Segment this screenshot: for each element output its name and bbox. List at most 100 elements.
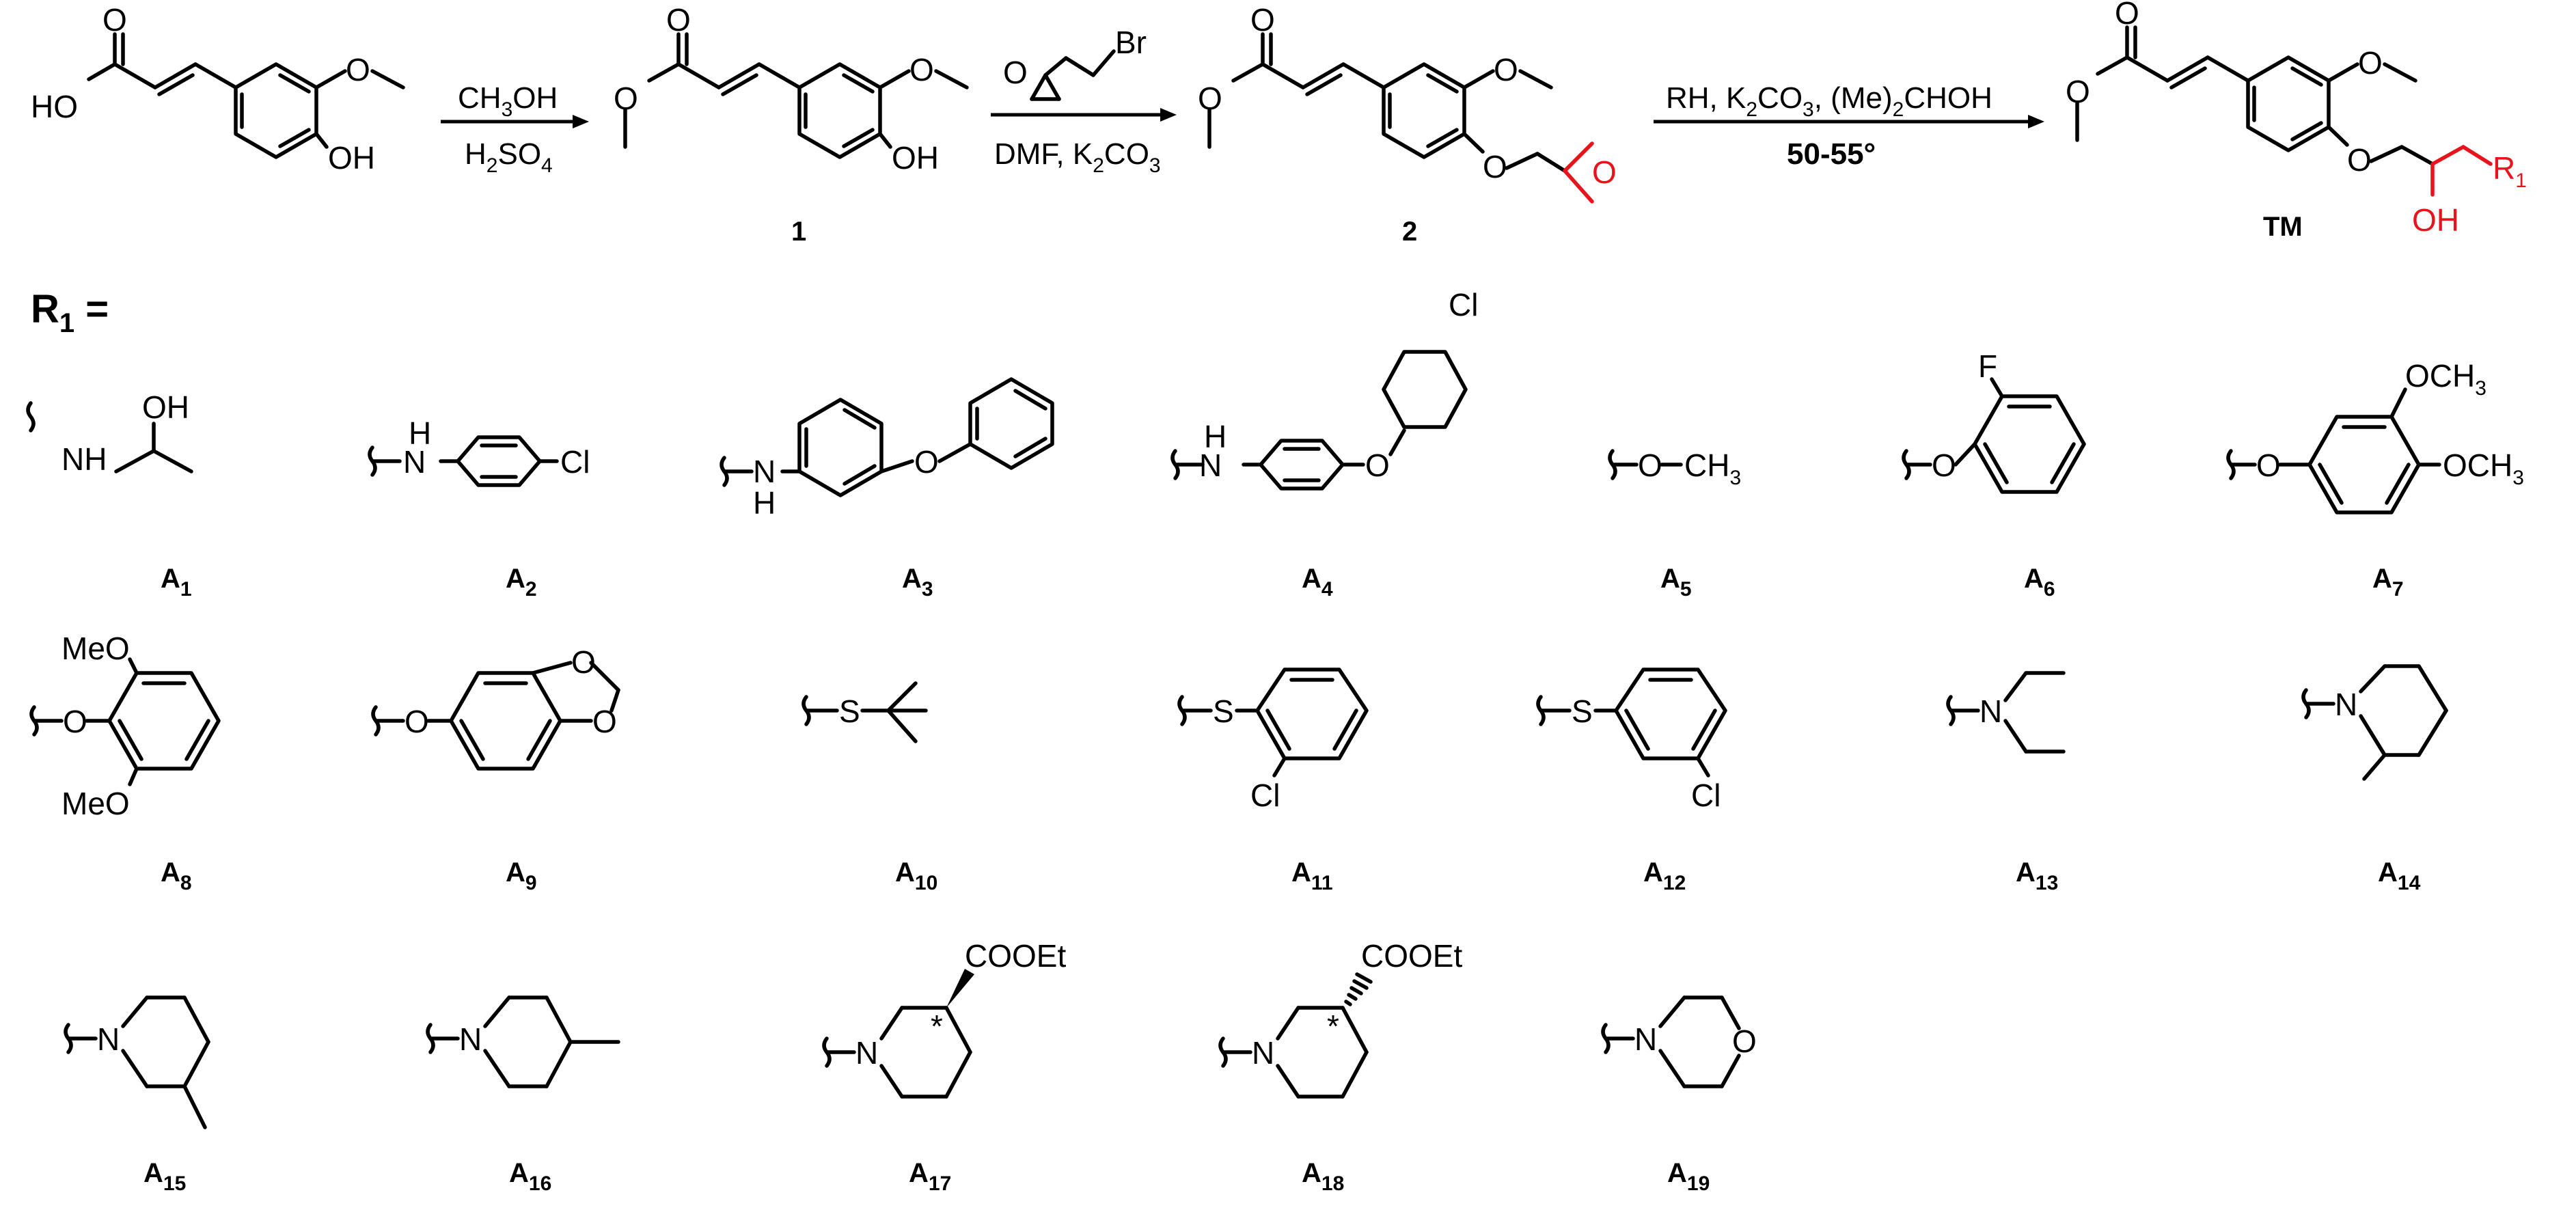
atom-f: F	[1978, 348, 1997, 384]
atom-cooet: COOEt	[965, 938, 1066, 974]
atom-och3: OCH3	[2405, 358, 2486, 400]
substituent-label-a16: A16	[509, 1158, 551, 1195]
substituent-a4-ring2	[1382, 350, 1468, 429]
compound-label-2: 2	[1402, 217, 1417, 247]
atom-o: O	[346, 52, 370, 87]
atom-o: O	[914, 444, 939, 480]
substituent-a11	[1177, 668, 1369, 778]
atom-s: S	[839, 693, 860, 729]
compound-label-1: 1	[791, 217, 806, 247]
atom-o: O	[2115, 0, 2139, 31]
atom-cl: Cl	[560, 444, 590, 480]
reagent-epibromohydrin	[1030, 49, 1116, 101]
atom-o-highlight: O	[1592, 154, 1617, 190]
substituent-label-a11: A11	[1291, 857, 1333, 894]
condition-step1-bottom: H2SO4	[465, 137, 553, 177]
side-chain-highlight	[2430, 145, 2493, 197]
atom-o: O	[102, 2, 127, 38]
substituent-label-a3: A3	[902, 564, 933, 601]
substituent-label-a13: A13	[2016, 857, 2058, 894]
compound-label-tm: TM	[2263, 212, 2303, 242]
atom-o: O	[571, 644, 596, 680]
stereocenter-mark: *	[1327, 1008, 1339, 1044]
substituent-label-a5: A5	[1660, 564, 1692, 601]
substituent-label-a1: A1	[161, 564, 192, 601]
condition-step3-bottom: 50-55°	[1787, 137, 1876, 171]
stereocenter-mark: *	[931, 1008, 943, 1044]
substituent-label-a14: A14	[2378, 857, 2421, 894]
atom-n: N	[459, 1021, 482, 1057]
epoxide-ring-highlight	[1563, 141, 1594, 204]
arrowhead-icon	[1160, 108, 1177, 122]
atom-s: S	[1572, 693, 1593, 729]
substituent-a2	[368, 435, 559, 487]
atom-ch3: CH3	[1684, 448, 1741, 489]
substituent-a19	[1601, 995, 1741, 1088]
substituent-label-a18: A18	[1302, 1158, 1344, 1195]
atom-oh: OH	[328, 140, 375, 176]
atom-ho: HO	[31, 89, 78, 124]
condition-step3-top: RH, K2CO3, (Me)2CHOH	[1666, 81, 1992, 121]
atom-och3: OCH3	[2443, 448, 2524, 489]
atom-o: O	[1198, 81, 1222, 116]
atom-o: O	[1932, 448, 1956, 483]
atom-oh: OH	[892, 140, 939, 176]
atom-cl: Cl	[1449, 287, 1478, 322]
substituent-a17	[822, 1006, 972, 1099]
substituent-label-a17: A17	[909, 1158, 951, 1195]
substituent-label-a7: A7	[2372, 564, 2404, 601]
atom-n: N	[97, 1021, 120, 1057]
substituent-a18	[1218, 1006, 1369, 1099]
atom-h: H	[753, 485, 776, 521]
wedge-bond	[946, 969, 974, 1008]
compound-1	[623, 32, 969, 159]
atom-o: O	[1494, 52, 1518, 87]
atom-o: O	[909, 52, 934, 87]
atom-meo: MeO	[61, 631, 130, 666]
atom-o: O	[666, 2, 691, 38]
substituent-a13	[1946, 671, 2066, 754]
substituent-a15	[64, 995, 210, 1129]
arrowhead-icon	[573, 115, 589, 128]
atom-n: N	[753, 454, 776, 489]
atom-s: S	[1213, 693, 1234, 729]
atom-o: O	[614, 81, 638, 116]
substituent-label-a4: A4	[1302, 564, 1333, 601]
compound-ferulic-acid	[87, 32, 405, 159]
substituent-label-a9: A9	[506, 857, 537, 894]
atom-cl: Cl	[1250, 778, 1280, 813]
atom-n: N	[1252, 1035, 1274, 1071]
atom-meo: MeO	[61, 786, 130, 821]
atom-cl: Cl	[1691, 778, 1721, 813]
compound-tm	[2075, 25, 2435, 166]
atom-br: Br	[1115, 25, 1147, 60]
atom-o: O	[1250, 2, 1275, 38]
atom-o: O	[1483, 149, 1507, 184]
atom-o: O	[1732, 1023, 1757, 1059]
atom-o: O	[1365, 448, 1390, 483]
atom-o: O	[2066, 74, 2090, 109]
atom-n: N	[1199, 448, 1222, 483]
hashed-wedge-bond	[1344, 972, 1373, 1006]
substituent-label-a6: A6	[2024, 564, 2055, 601]
substituent-label-a2: A2	[506, 564, 537, 601]
substituent-a10	[801, 681, 928, 743]
substituent-a4	[1170, 428, 1406, 491]
atom-nh: NH	[61, 441, 107, 477]
condition-step1-top: CH3OH	[458, 81, 558, 121]
substituent-label-a10: A10	[895, 857, 937, 894]
atom-o: O	[2256, 448, 2281, 483]
atom-o: O	[2358, 45, 2383, 81]
atom-o: O	[2347, 142, 2372, 178]
substituent-label-a15: A15	[143, 1158, 186, 1195]
atom-n: N	[403, 444, 426, 480]
arrowhead-icon	[2028, 115, 2044, 128]
condition-step2-bottom: DMF, K2CO3	[994, 137, 1161, 177]
atom-h: H	[1204, 419, 1227, 454]
atom-cooet: COOEt	[1361, 938, 1462, 974]
atom-r1-highlight: R1	[2493, 150, 2527, 192]
atom-n: N	[855, 1035, 878, 1071]
atom-n: N	[1634, 1021, 1657, 1057]
atom-n: N	[1979, 693, 2002, 729]
compound-2	[1207, 32, 1567, 173]
